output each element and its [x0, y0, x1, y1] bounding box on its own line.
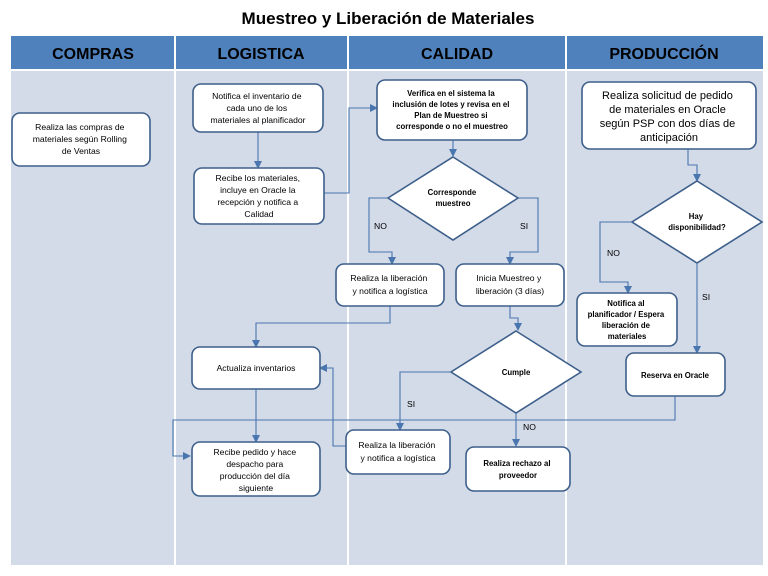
edge-corresponde-no [368, 197, 396, 265]
label-corresponde-si: SI [520, 221, 528, 231]
node-cal-libera-si-text: Realiza la liberación y notifica a logís… [358, 440, 437, 463]
node-log-despacho [191, 441, 321, 497]
node-cal-libera-si [345, 429, 451, 475]
label-hay-no: NO [607, 248, 620, 258]
node-cal-rechazo-text: Realiza rechazo al proveedor [483, 459, 552, 480]
node-cal-cumple-text: Cumple [502, 368, 531, 377]
node-prod-solicitud [581, 81, 757, 150]
node-log-notifica-text: Notifica el inventario de cada uno de lo… [210, 91, 305, 125]
node-cal-cumple [449, 330, 583, 414]
node-prod-reserva [625, 352, 726, 397]
node-log-recibe-text: Recibe los materiales, incluye en Oracle… [216, 173, 303, 219]
node-prod-reserva-text: Reserva en Oracle [641, 371, 710, 380]
edge-reserva-despacho [172, 396, 676, 460]
node-cal-verifica [376, 79, 528, 141]
edge-inicia-cumple [509, 306, 522, 331]
lane-logistica: LOGISTICA [217, 46, 305, 63]
label-corresponde-no: NO [374, 221, 387, 231]
edge-recibe-verifica [324, 104, 378, 194]
lane-produccion: PRODUCCIÓN [609, 44, 718, 63]
edge-labels: NO SI SI NO NO SI [374, 221, 710, 432]
node-cal-rechazo [465, 446, 571, 492]
node-log-actualiza-text: Actualiza inventarios [217, 363, 296, 373]
node-cal-inicia [455, 263, 565, 307]
edge-solicitud-hay [687, 149, 701, 182]
lane-compras: COMPRAS [52, 46, 134, 63]
node-prod-notifica [576, 292, 678, 347]
node-cal-corresponde [386, 156, 520, 241]
node-cal-inicia-text: Inicia Muestreo y liberación (3 días) [476, 273, 544, 296]
node-compras-realiza-text: Realiza las compras de materiales según … [33, 122, 130, 156]
edge-hay-no [599, 221, 632, 294]
node-log-actualiza [191, 346, 321, 390]
node-prod-hay [630, 180, 764, 264]
lane-calidad: CALIDAD [421, 46, 493, 63]
node-cal-libera-no [335, 263, 445, 307]
node-prod-hay-text: Hay disponibilidad? [668, 212, 726, 232]
node-prod-solicitud-text: Realiza solicitud de pedido de materiale… [600, 90, 739, 144]
label-hay-si: SI [702, 292, 710, 302]
nodes: Realiza las compras de materiales según … [11, 79, 764, 497]
edge-libera-actualiza-2 [319, 364, 346, 447]
node-cal-libera-no-text: Realiza la liberación y notifica a logís… [350, 273, 429, 296]
node-log-notifica [192, 83, 324, 133]
node-log-despacho-text: Recibe pedido y hace despacho para produ… [213, 447, 298, 493]
node-cal-corresponde-text: Corresponde muestreo [428, 188, 479, 208]
edges [172, 104, 701, 460]
edge-corresponde-si [506, 197, 539, 265]
label-cumple-no: NO [523, 422, 536, 432]
edge-libera-actualiza [252, 306, 391, 348]
lane-header-bar [11, 36, 763, 70]
edge-cumple-si [396, 371, 450, 431]
node-prod-notifica-text: Notifica al planificador / Espera libera… [588, 299, 667, 341]
node-cal-verifica-text: Verifica en el sistema la inclusión de l… [392, 89, 511, 131]
node-compras-realiza [11, 112, 151, 167]
label-cumple-si: SI [407, 399, 415, 409]
node-log-recibe [193, 167, 325, 225]
diagram-title: Muestreo y Liberación de Materiales [242, 9, 535, 28]
